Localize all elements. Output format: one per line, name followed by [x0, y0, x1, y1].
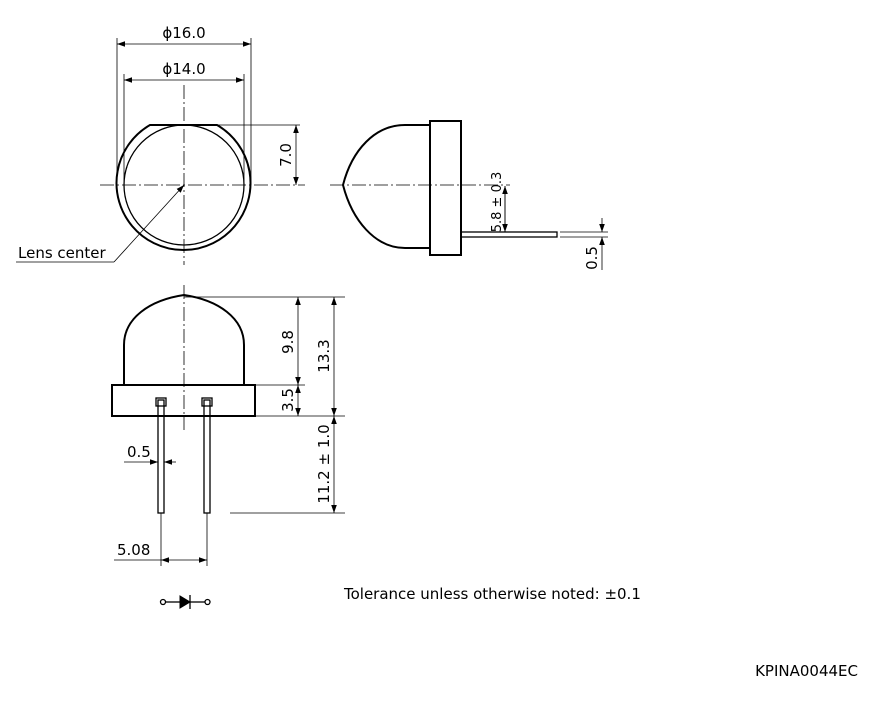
front-view: ϕ16.0 ϕ14.0 7.0 Lens center	[16, 24, 305, 265]
elevation-view: 9.8 3.5 13.3 11.2 ± 1.0 0.5 5.08	[111, 285, 345, 566]
dim-508-label: 5.08	[117, 541, 150, 559]
side-view-lens-dome	[341, 124, 430, 249]
dim-112-label: 11.2 ± 1.0	[315, 424, 333, 503]
dim-phi14-label: ϕ14.0	[162, 60, 205, 78]
dim-98-label: 9.8	[279, 330, 297, 354]
dim-35-label: 3.5	[279, 388, 297, 412]
side-view: 5.8 ± 0.3 0.5	[330, 120, 608, 270]
elevation-lead-left-tab	[155, 397, 167, 407]
front-view-outer-body	[115, 124, 252, 252]
elevation-flange	[111, 384, 256, 417]
tolerance-note: Tolerance unless otherwise noted: ±0.1	[343, 585, 641, 603]
drawing-code: KPINA0044EC	[755, 662, 858, 680]
dim-phi16-label: ϕ16.0	[162, 24, 205, 42]
side-view-flange	[429, 120, 462, 256]
dim-05-side-label: 0.5	[583, 246, 601, 270]
dim-7-label: 7.0	[277, 143, 295, 167]
dim-05-lead-label: 0.5	[127, 443, 151, 461]
side-view-lead	[460, 231, 558, 238]
lens-center-label: Lens center	[18, 244, 107, 262]
diode-symbol-icon	[159, 595, 211, 609]
dim-133-label: 13.3	[315, 339, 333, 372]
dim-58-label: 5.8 ± 0.3	[490, 172, 505, 233]
elevation-lead-right-tab	[201, 397, 213, 407]
lens-center-leader	[113, 184, 185, 263]
